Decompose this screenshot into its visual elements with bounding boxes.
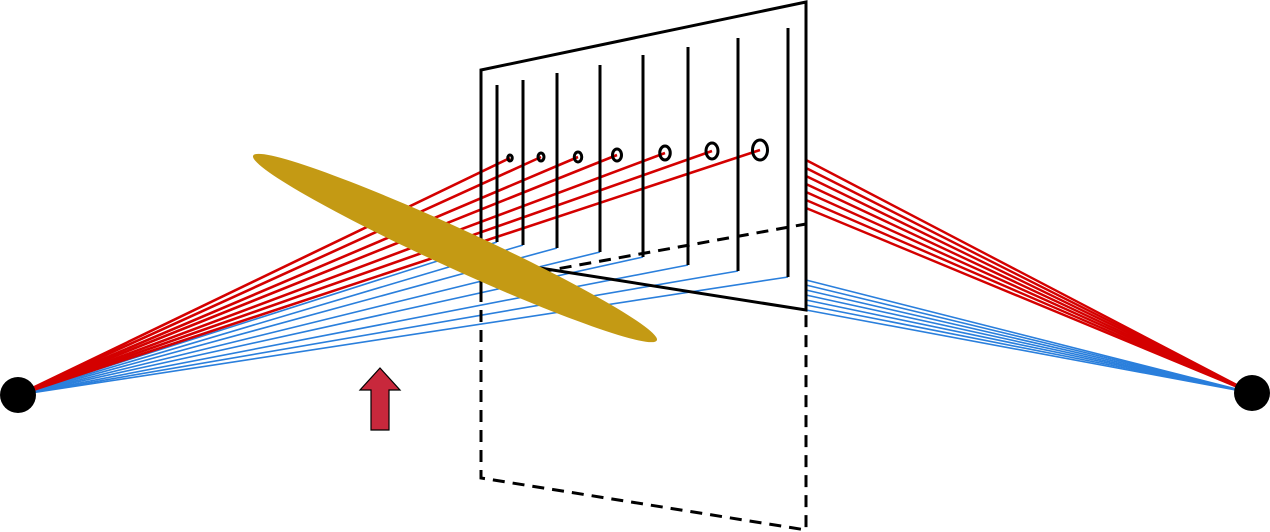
aperture-hole	[536, 151, 546, 163]
panel-hidden-edge	[539, 222, 807, 274]
left-ray-fan	[17, 148, 789, 397]
apertures	[506, 138, 769, 164]
aperture-hole	[572, 150, 584, 164]
screen-panel	[479, 0, 808, 532]
blue-ray-out	[805, 289, 1253, 394]
red-ray	[17, 155, 579, 397]
aperture-hole	[704, 141, 720, 161]
red-ray	[17, 148, 761, 397]
blue-ray-out	[805, 299, 1253, 394]
blue-ray	[17, 244, 524, 396]
left-source-point	[0, 377, 36, 413]
blue-ray-out	[805, 309, 1253, 394]
red-ray	[17, 149, 713, 397]
blue-ray	[17, 270, 739, 396]
panel-hidden-outline	[479, 290, 808, 532]
red-ray-out	[805, 198, 1253, 395]
red-ray-out	[805, 174, 1253, 395]
slit-bars	[495, 28, 790, 277]
red-ray	[17, 155, 542, 397]
red-ray-out	[805, 206, 1253, 395]
up-arrow-icon	[358, 367, 402, 431]
red-ray	[17, 153, 618, 397]
red-ray-out	[805, 182, 1253, 395]
panel-outline	[479, 0, 808, 312]
blue-ray-out	[805, 304, 1253, 394]
red-ray	[17, 156, 511, 397]
blue-ray-out	[805, 279, 1253, 394]
aperture-hole	[751, 138, 769, 162]
aperture-hole	[506, 153, 514, 163]
blue-ray-out	[805, 294, 1253, 394]
aperture-hole	[611, 147, 623, 163]
lens-ellipse	[252, 153, 658, 343]
right-ray-fan	[805, 158, 1253, 395]
blue-ray	[17, 276, 789, 396]
right-source-point	[1234, 375, 1270, 411]
red-ray-out	[805, 190, 1253, 395]
aperture-hole	[658, 144, 672, 162]
blue-ray-out	[805, 284, 1253, 394]
